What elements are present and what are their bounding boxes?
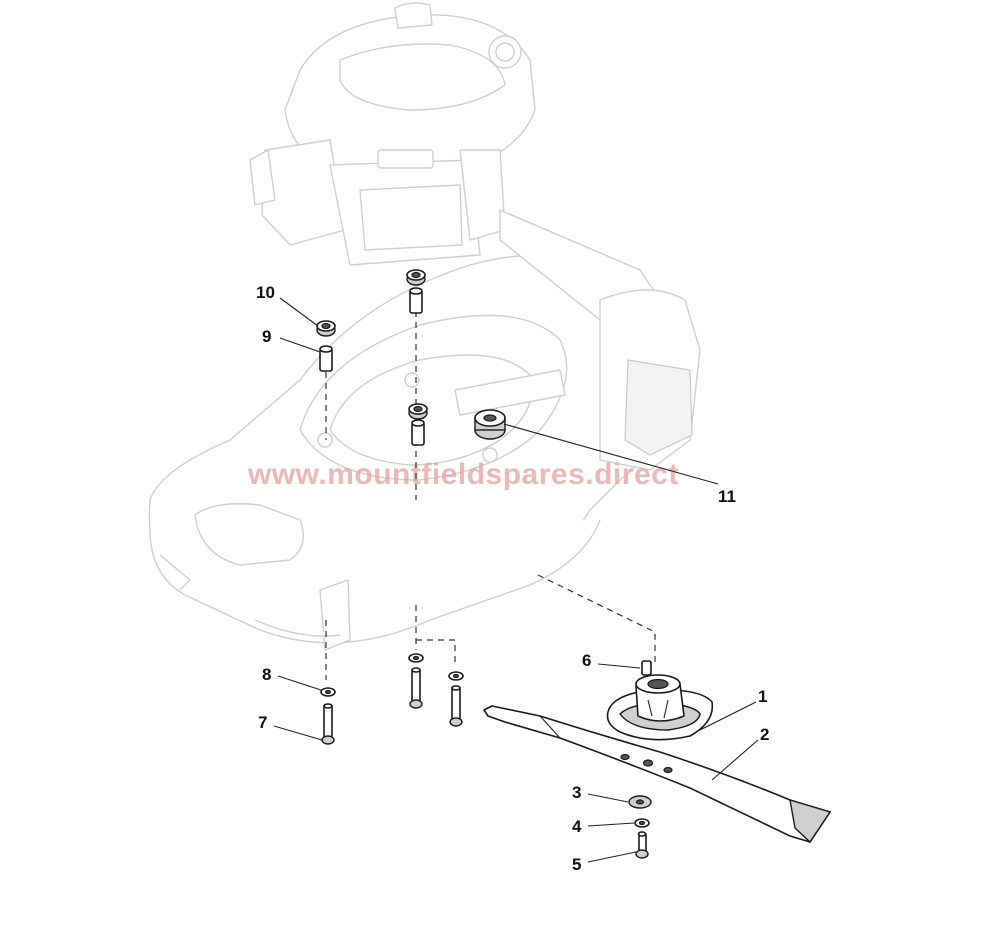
center-spacer-mid [411, 419, 425, 446]
callout-5: 5 [572, 855, 581, 874]
part-1-blade-adaptor [606, 674, 714, 741]
callout-2: 2 [760, 725, 769, 744]
callout-10: 10 [256, 283, 275, 302]
center-nut-mid [408, 403, 428, 420]
center-washer-left [408, 653, 424, 663]
callout-4: 4 [572, 817, 582, 836]
part-10-nut [316, 320, 336, 337]
part-3-washer [628, 795, 652, 809]
engine-ghost [249, 2, 536, 266]
part-8-washer [320, 687, 336, 697]
part-2-blade [483, 705, 832, 844]
callout-9: 9 [262, 327, 271, 346]
center-nut-top [406, 269, 426, 286]
center-bolt-left [409, 667, 423, 709]
part-9-spacer [319, 345, 333, 372]
callout-7: 7 [258, 713, 267, 732]
leader-lines [273, 297, 759, 863]
center-bolt-right [449, 685, 463, 727]
part-7-bolt [321, 703, 335, 745]
part-5-bolt [635, 831, 649, 859]
callout-8: 8 [262, 665, 271, 684]
callout-6: 6 [582, 651, 591, 670]
part-11-nut [474, 409, 506, 440]
center-washer-right [448, 671, 464, 681]
part-4-washer [634, 818, 650, 828]
callout-labels: 10 9 11 6 8 7 1 2 3 4 5 [256, 283, 769, 874]
part-6-key [641, 660, 652, 676]
callout-3: 3 [572, 783, 581, 802]
callout-1: 1 [758, 687, 767, 706]
watermark-text: www.mountfieldspares.direct [247, 458, 679, 491]
center-spacer-top [409, 287, 423, 314]
callout-11: 11 [718, 487, 736, 506]
